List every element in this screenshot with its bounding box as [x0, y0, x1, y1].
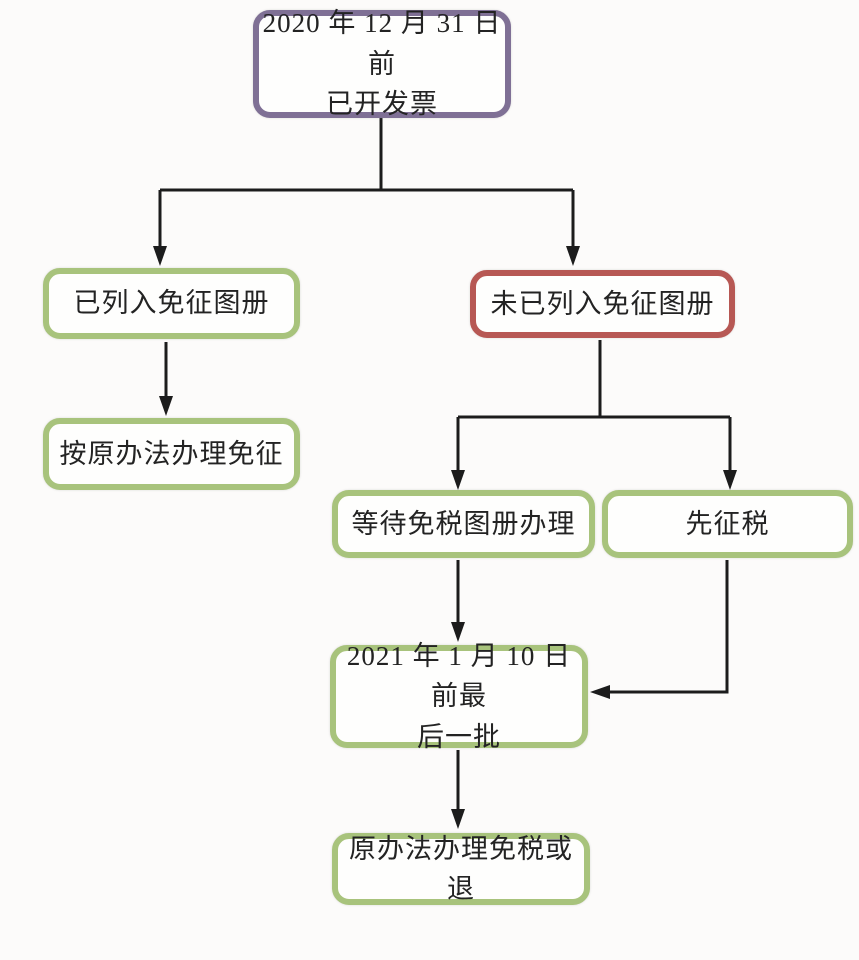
node-invoiced-before-dec31-2020: 2020 年 12 月 31 日前 已开发票 [253, 8, 511, 119]
node-not-listed-in-exemption-album: 未已列入免征图册 [470, 270, 735, 338]
node-handle-exemption-old-method: 按原办法办理免征 [43, 418, 300, 490]
node-wait-exemption-album-processing: 等待免税图册办理 [332, 490, 595, 558]
node-invoiced-before-dec31-2020-label: 2020 年 12 月 31 日前 已开发票 [262, 8, 502, 120]
edge-listed-to-original-exempt [159, 342, 173, 416]
edge-root-split-line [158, 118, 575, 248]
node-tax-first-label: 先征税 [685, 508, 770, 539]
arrowhead-to-lastbatch-right [590, 685, 610, 699]
arrowhead-to-listed [153, 246, 167, 266]
edge-taxfirst-to-lastbatch [590, 560, 729, 699]
edge-wait-to-lastbatch [451, 560, 465, 642]
node-handle-exemption-old-method-label: 按原办法办理免征 [59, 438, 284, 469]
node-listed-in-exemption-album-label: 已列入免征图册 [73, 288, 270, 319]
node-listed-in-exemption-album: 已列入免征图册 [43, 268, 300, 339]
node-wait-exemption-album-processing-label: 等待免税图册办理 [351, 508, 576, 539]
edge-taxfirst-line [610, 560, 729, 694]
node-last-batch-before-jan10-2021: 2021 年 1 月 10 日前最 后一批 [330, 641, 588, 752]
arrowhead-to-not-listed [566, 246, 580, 266]
edge-notlisted-split-line [456, 340, 732, 472]
arrowhead-to-wait-album [451, 470, 465, 490]
arrowhead-to-final [451, 809, 465, 829]
node-tax-first: 先征税 [602, 490, 853, 558]
node-last-batch-before-jan10-2021-label: 2021 年 1 月 10 日前最 后一批 [346, 640, 572, 752]
node-old-method-exempt-or-refund-label: 原办法办理免税或退 [349, 833, 573, 905]
arrowhead-to-original-exempt [159, 396, 173, 416]
node-old-method-exempt-or-refund: 原办法办理免税或退 [332, 833, 590, 905]
edge-notlisted-to-branches [451, 340, 737, 490]
edge-root-to-branches [153, 118, 580, 266]
node-not-listed-in-exemption-album-label: 未已列入免征图册 [490, 288, 715, 319]
arrowhead-to-tax-first [723, 470, 737, 490]
edge-lastbatch-to-final [451, 750, 465, 829]
